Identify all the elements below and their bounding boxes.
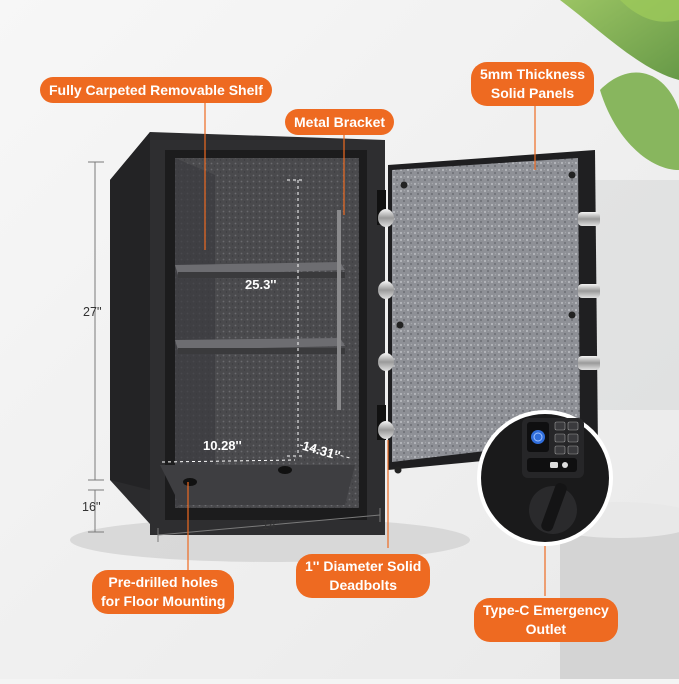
dimension-width-outer: 14'' bbox=[262, 518, 281, 532]
callout-leaders bbox=[187, 98, 546, 596]
callout-holes-line1: Pre-drilled holes bbox=[108, 574, 219, 590]
deadbolt bbox=[378, 353, 394, 371]
dimension-height-outer: 27'' bbox=[83, 305, 102, 319]
mounting-hole bbox=[278, 466, 292, 474]
safe-door bbox=[378, 150, 600, 474]
deadbolt bbox=[378, 209, 394, 227]
callout-holes: Pre-drilled holes for Floor Mounting bbox=[92, 570, 235, 614]
metal-bracket bbox=[337, 210, 341, 410]
plant-leaves bbox=[560, 0, 679, 170]
callout-panels-line2: Solid Panels bbox=[490, 85, 575, 101]
dimension-inner-width: 10.28'' bbox=[203, 438, 242, 453]
callout-deadbolts: 1'' Diameter Solid Deadbolts bbox=[296, 554, 431, 598]
deadbolt bbox=[578, 284, 600, 298]
deadbolt bbox=[578, 356, 600, 370]
callout-bracket: Metal Bracket bbox=[285, 109, 395, 135]
callout-shelf: Fully Carpeted Removable Shelf bbox=[40, 77, 272, 103]
callout-outlet-line2: Outlet bbox=[525, 621, 567, 637]
callout-outlet: Type-C Emergency Outlet bbox=[474, 598, 618, 642]
deadbolt bbox=[578, 212, 600, 226]
safe-body bbox=[110, 132, 386, 535]
callout-holes-line2: for Floor Mounting bbox=[101, 593, 226, 609]
deadbolt bbox=[378, 421, 394, 439]
mounting-hole bbox=[183, 478, 197, 486]
inner-dimension-lines bbox=[161, 179, 351, 463]
dimension-lines bbox=[88, 161, 381, 542]
callout-outlet-line1: Type-C Emergency bbox=[483, 602, 609, 618]
dimension-inner-height: 25.3'' bbox=[245, 277, 277, 292]
dimension-height-bottom: 16'' bbox=[82, 500, 101, 514]
callout-deadbolts-line2: Deadbolts bbox=[329, 577, 398, 593]
type-c-port bbox=[550, 462, 558, 468]
fingerprint-sensor-icon bbox=[531, 430, 545, 444]
callout-panels: 5mm Thickness Solid Panels bbox=[471, 62, 595, 106]
keypad-zoom bbox=[477, 410, 613, 546]
keypad-buttons bbox=[554, 421, 579, 455]
shelf-lower bbox=[175, 338, 345, 350]
deadbolt bbox=[378, 281, 394, 299]
shelf-upper bbox=[175, 262, 345, 275]
callout-deadbolts-line1: 1'' Diameter Solid bbox=[305, 558, 422, 574]
handle bbox=[541, 483, 567, 532]
callout-panels-line1: 5mm Thickness bbox=[480, 66, 586, 82]
door-carpet bbox=[392, 158, 580, 462]
